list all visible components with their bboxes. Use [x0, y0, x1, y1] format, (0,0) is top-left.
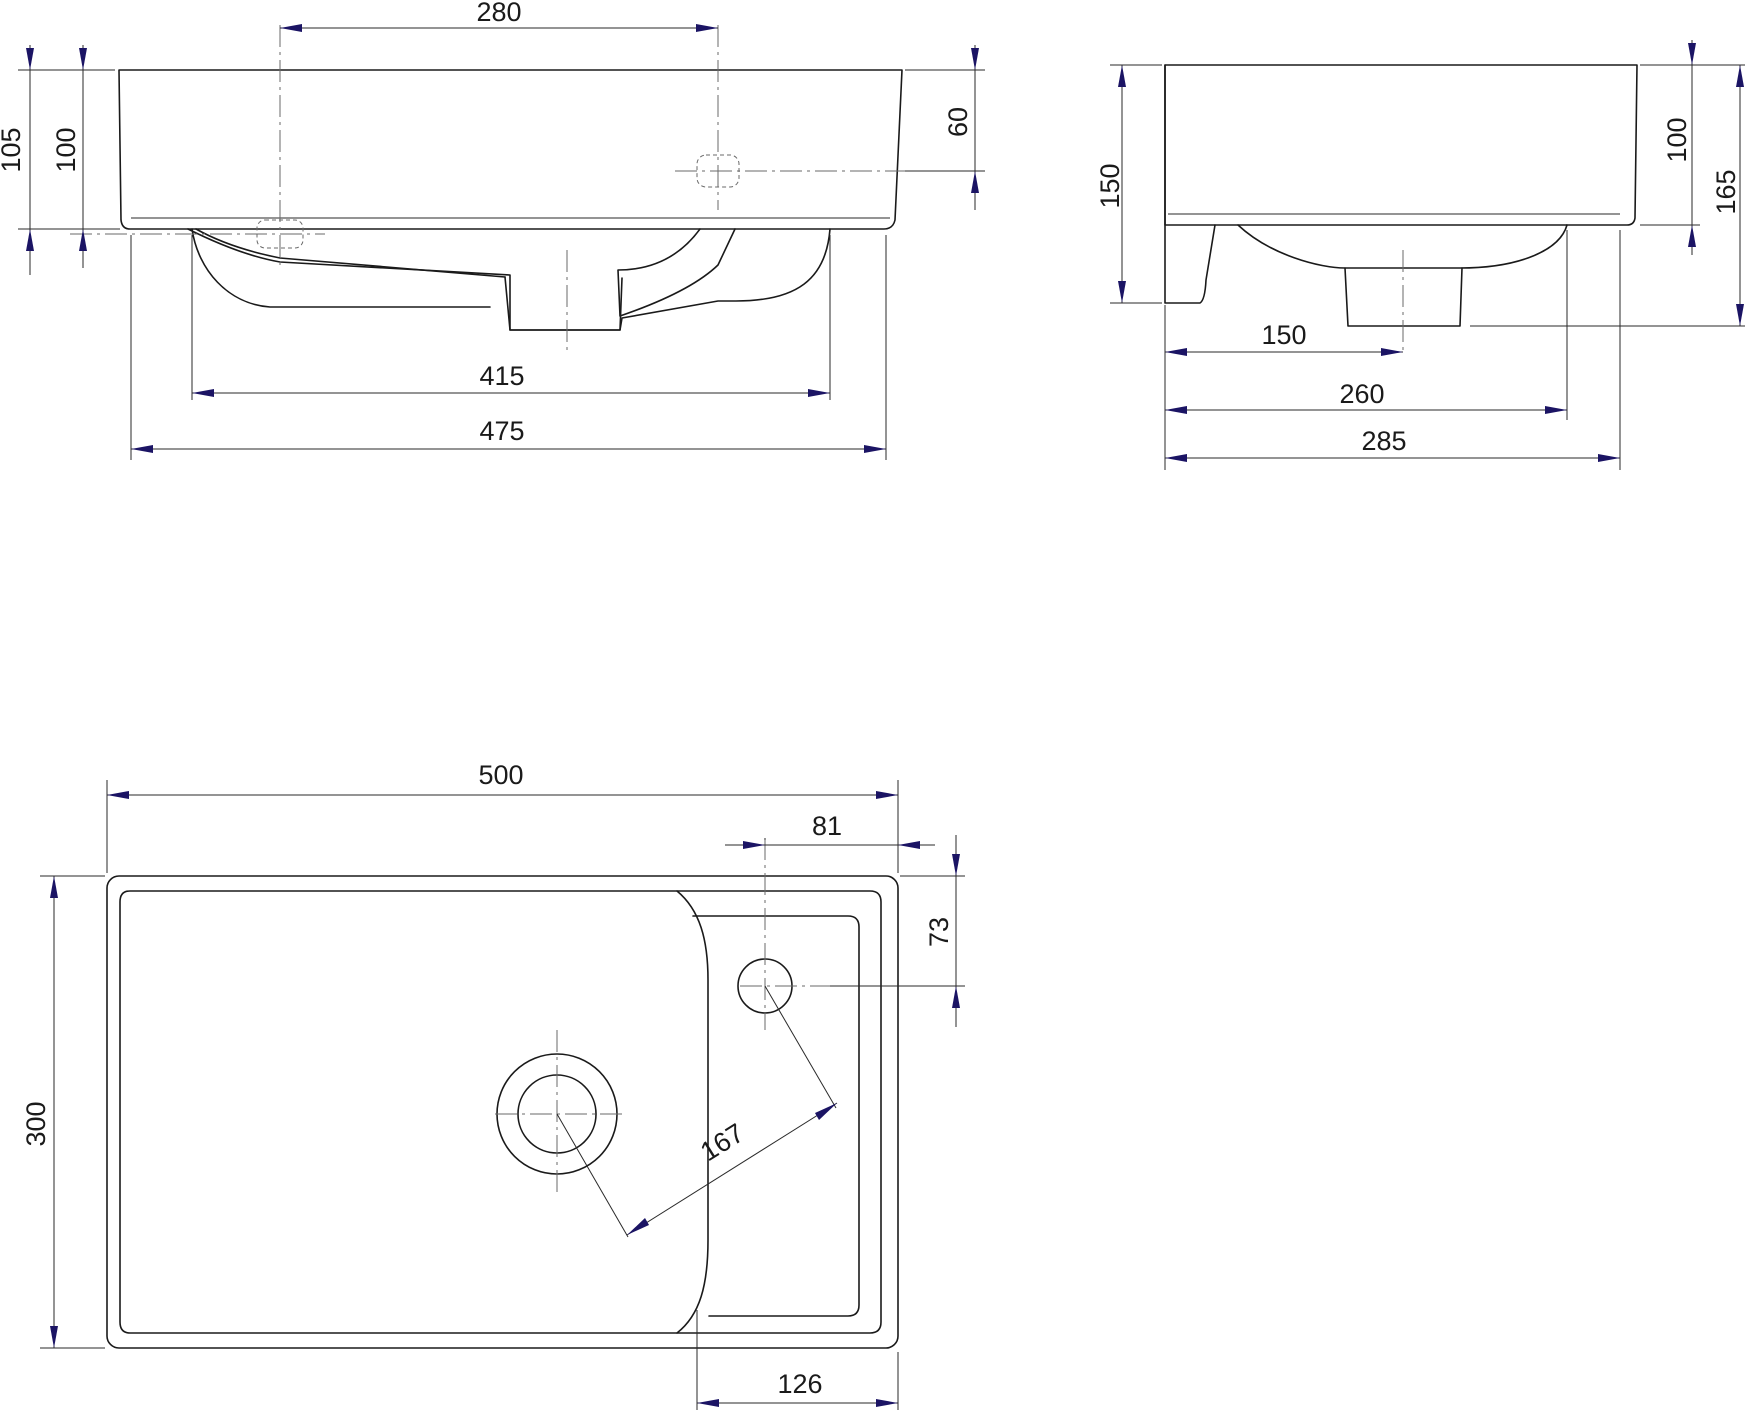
side-bowl-underside	[1237, 224, 1568, 269]
dim-front-100: 100	[51, 127, 81, 172]
dim-top-73: 73	[924, 917, 954, 947]
dim-front-475: 475	[479, 416, 524, 446]
dim-top-300: 300	[21, 1101, 51, 1146]
front-view: 280 105 100 60 415 475	[0, 0, 985, 460]
front-drain-outlet	[504, 276, 623, 331]
dim-front-415: 415	[479, 361, 524, 391]
top-outer-outline	[106, 875, 899, 1349]
dim-side-165: 165	[1711, 169, 1741, 214]
dim-side-150-horizontal: 150	[1261, 320, 1306, 350]
front-basin-outline	[118, 69, 903, 230]
dim-front-60: 60	[943, 107, 973, 137]
top-view: 500 81 73 300 167 126	[21, 760, 965, 1410]
top-inner-rim	[119, 890, 882, 1334]
dim-side-285: 285	[1361, 426, 1406, 456]
side-front-skirt	[1164, 64, 1216, 304]
side-drain-outlet	[1344, 267, 1463, 327]
dim-top-167: 167	[695, 1118, 749, 1167]
dim-side-260: 260	[1339, 379, 1384, 409]
front-bowl-inner	[195, 228, 736, 317]
dim-top-500: 500	[478, 760, 523, 790]
dim-front-105: 105	[0, 127, 26, 172]
side-view: 150 100 165 150 260 285	[1095, 40, 1745, 470]
top-bowl-edge	[676, 890, 709, 1334]
dim-top-81: 81	[812, 811, 842, 841]
front-bowl-underside	[187, 228, 831, 331]
top-deck-panel	[692, 915, 860, 1317]
dim-side-150-vertical: 150	[1095, 163, 1125, 208]
dim-front-280: 280	[476, 0, 521, 27]
dim-top-126: 126	[777, 1369, 822, 1399]
dim-side-100: 100	[1662, 117, 1692, 162]
side-body-outline	[1164, 64, 1638, 226]
